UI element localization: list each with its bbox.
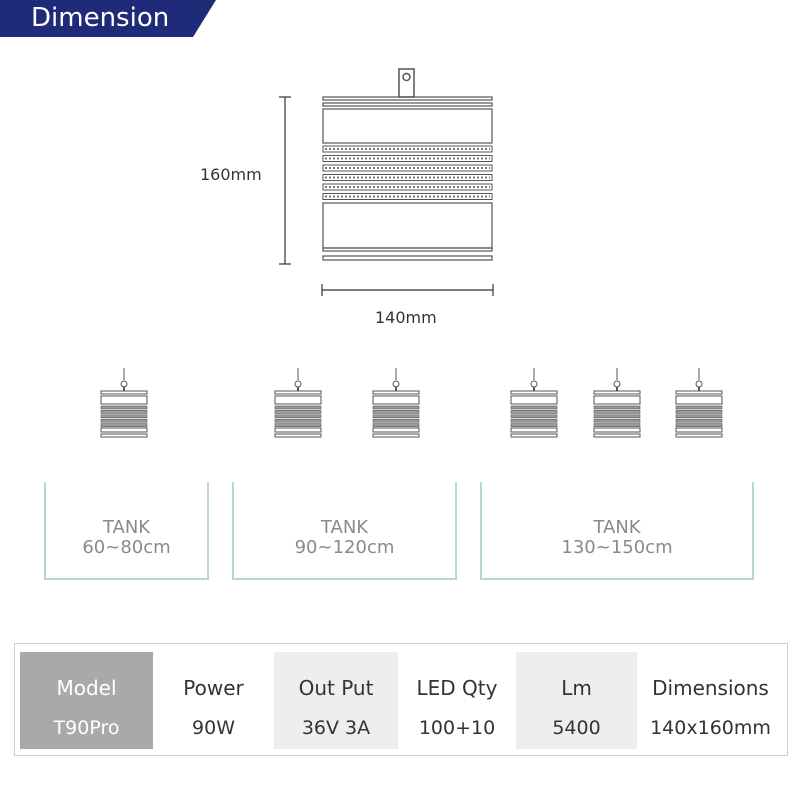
width-dimension-line bbox=[321, 284, 494, 296]
pendant-led-lamp-icon bbox=[510, 368, 558, 438]
spec-lumen: Lm 5400 bbox=[516, 652, 637, 749]
hanger-hook-icon bbox=[398, 68, 415, 98]
cooling-fin bbox=[322, 193, 493, 200]
tank-size: 130~150cm bbox=[561, 537, 673, 558]
cooling-fin bbox=[322, 183, 493, 191]
spec-value: 100+10 bbox=[418, 717, 496, 739]
spec-header: Power bbox=[183, 676, 244, 700]
spec-value: 90W bbox=[192, 717, 235, 739]
section-title: Dimension bbox=[31, 3, 170, 33]
spec-table: Model T90Pro Power 90W Out Put 36V 3A LE… bbox=[14, 643, 788, 756]
tank-small: TANK 60~80cm bbox=[44, 482, 209, 580]
spec-output: Out Put 36V 3A bbox=[274, 652, 398, 749]
cooling-fin bbox=[322, 174, 493, 181]
width-dimension-label: 140mm bbox=[375, 308, 437, 327]
tank-medium: TANK 90~120cm bbox=[232, 482, 457, 580]
pendant-led-lamp-icon bbox=[100, 368, 148, 438]
pendant-led-lamp-icon bbox=[593, 368, 641, 438]
spec-header: Lm bbox=[561, 676, 592, 700]
spec-led-qty: LED Qty 100+10 bbox=[398, 652, 516, 749]
lamp-body bbox=[322, 96, 493, 261]
spec-value: T90Pro bbox=[53, 717, 120, 739]
spec-value: 36V 3A bbox=[301, 717, 371, 739]
tank-label: TANK bbox=[593, 517, 641, 538]
spec-value: 5400 bbox=[552, 717, 601, 739]
pendant-led-lamp-icon bbox=[675, 368, 723, 438]
spec-dimensions: Dimensions 140x160mm bbox=[637, 652, 784, 749]
tank-size: 60~80cm bbox=[82, 537, 171, 558]
tank-size: 90~120cm bbox=[294, 537, 395, 558]
spec-power: Power 90W bbox=[153, 652, 274, 749]
spec-header: LED Qty bbox=[416, 676, 498, 700]
section-header: Dimension bbox=[0, 0, 216, 37]
spec-header: Out Put bbox=[298, 676, 374, 700]
tank-label: TANK bbox=[320, 517, 369, 538]
header-banner-shape bbox=[0, 0, 216, 37]
spec-header: Model bbox=[56, 676, 117, 700]
height-dimension-line bbox=[279, 96, 291, 265]
cooling-fins bbox=[322, 145, 493, 200]
spec-header: Dimensions bbox=[652, 676, 769, 700]
cooling-fin bbox=[322, 155, 493, 162]
pendant-led-lamp-icon bbox=[274, 368, 322, 438]
spec-value: 140x160mm bbox=[650, 717, 771, 739]
spec-model: Model T90Pro bbox=[20, 652, 153, 749]
pendant-led-lamp-icon bbox=[372, 368, 420, 438]
tank-label: TANK bbox=[102, 517, 151, 538]
height-dimension-label: 160mm bbox=[200, 165, 262, 184]
cooling-fin bbox=[322, 164, 493, 172]
lamp-dimension-drawing bbox=[279, 68, 494, 296]
tank-large: TANK 130~150cm bbox=[480, 482, 754, 580]
cooling-fin bbox=[322, 145, 493, 153]
